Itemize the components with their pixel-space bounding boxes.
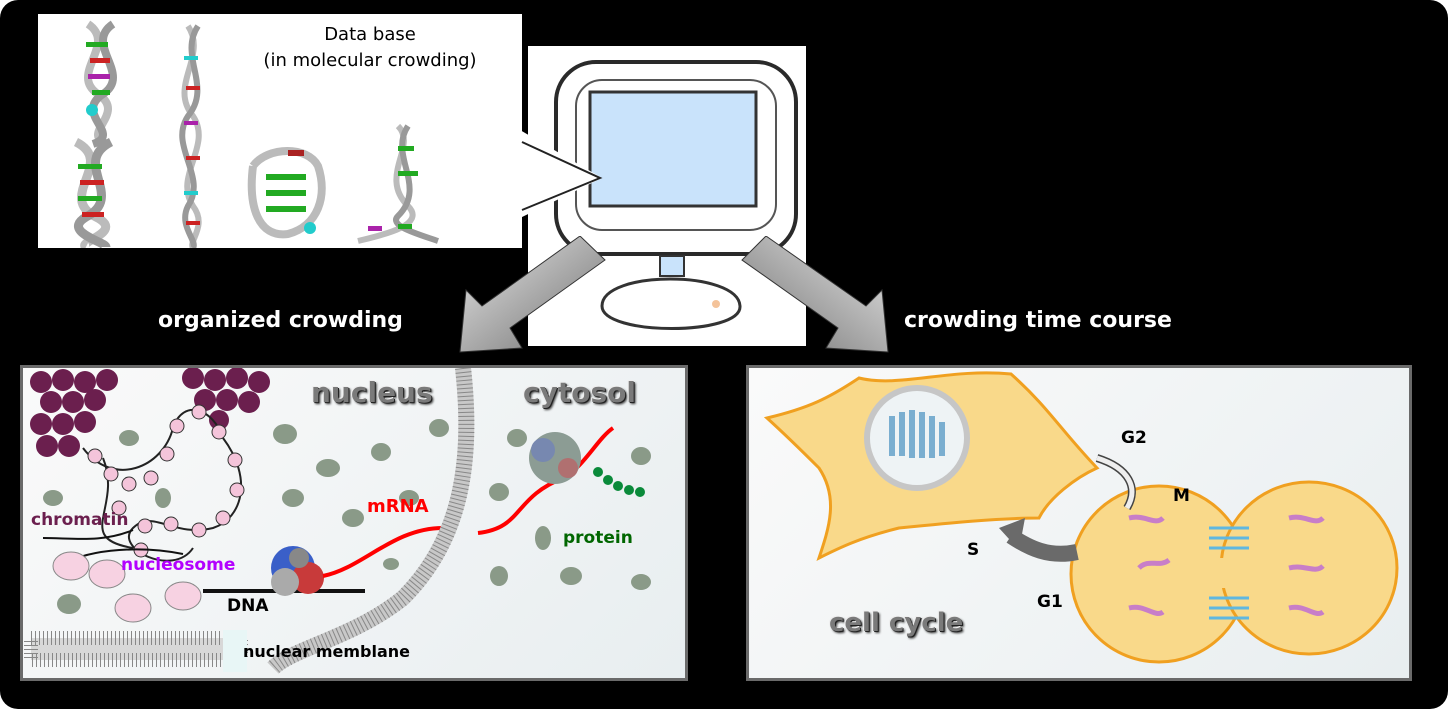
- dna-structures-image: [73, 20, 439, 252]
- database-panel: [38, 14, 522, 252]
- dna-duplex-top-left: [84, 20, 117, 148]
- label-cell-cycle: cell cycle: [829, 608, 964, 638]
- dna-long-helix: [179, 24, 202, 250]
- cell-cycle-panel: G2 M S G1 cell cycle: [746, 365, 1412, 681]
- label-dna: DNA: [227, 596, 269, 616]
- heading-crowding-time-course: crowding time course: [904, 308, 1172, 333]
- computer-icon: [554, 60, 798, 330]
- nucleosome-cylinders: [52, 551, 202, 623]
- chromosomes-interphase: [889, 410, 945, 458]
- label-g2: G2: [1121, 428, 1147, 448]
- label-m: M: [1173, 486, 1190, 506]
- label-protein: protein: [563, 528, 633, 548]
- callout-pointer: [520, 130, 603, 218]
- label-g1: G1: [1037, 592, 1063, 612]
- label-chromatin: chromatin: [31, 510, 129, 530]
- label-cytosol: cytosol: [523, 376, 636, 409]
- arrow-right: [741, 236, 889, 353]
- crowder-proteins: [43, 419, 651, 614]
- g-quadruplex: [247, 147, 326, 239]
- database-title: Data base (in molecular crowding): [250, 22, 490, 74]
- label-nucleosome: nucleosome: [121, 555, 236, 575]
- label-nuclear-membrane: nuclear memblane: [243, 642, 411, 661]
- cell-cycle-illustration: [763, 371, 1399, 664]
- nucleus-panel: nucleus cytosol mRNA chromatin nucleosom…: [20, 365, 688, 681]
- spindle-fibers: [1209, 526, 1249, 620]
- nucleosome-beads: [87, 404, 245, 558]
- label-mrna: mRNA: [367, 496, 429, 517]
- protein-chain: [593, 467, 645, 497]
- nucleus-illustration: [24, 368, 651, 675]
- computer-panel: [528, 46, 806, 346]
- arrow-left: [459, 236, 606, 353]
- chromatin-cluster: [30, 368, 270, 457]
- label-nucleus: nucleus: [311, 376, 433, 409]
- figure-background: Data base (in molecular crowding) organi…: [0, 0, 1448, 709]
- dna-duplex-bottom-left: [73, 137, 114, 252]
- polymerase-complex: [271, 546, 324, 596]
- database-title-line2: (in molecular crowding): [263, 50, 477, 71]
- database-title-line1: Data base: [324, 24, 416, 45]
- dna-triplex: [357, 123, 439, 244]
- mitotic-chromosomes: [1128, 514, 1325, 616]
- label-s: S: [967, 540, 980, 560]
- heading-organized-crowding: organized crowding: [158, 308, 403, 333]
